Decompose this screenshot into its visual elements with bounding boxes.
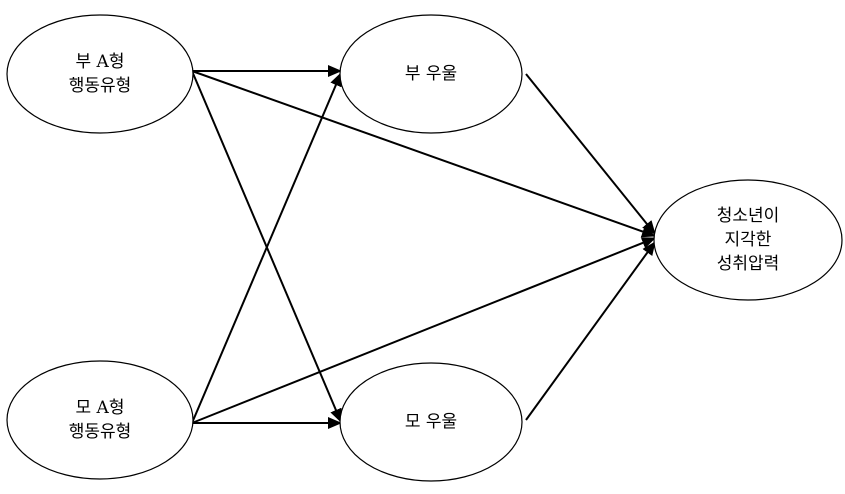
node-ellipse	[653, 179, 843, 301]
node-label-line: 모 A형	[76, 398, 125, 418]
edges-layer	[191, 65, 656, 429]
node-label-line: 청소년이	[717, 206, 780, 226]
arrow-mother-type-a-to-father-depression	[191, 72, 342, 424]
node-label-line: 행동유형	[69, 422, 132, 442]
arrow-father-depression-to-perceived-pressure	[525, 73, 656, 235]
arrow-mother-type-a-to-perceived-pressure	[191, 237, 656, 424]
node-label-line: 지각한	[725, 230, 772, 250]
node-ellipse	[339, 14, 523, 134]
node-father-depression: 부 우울	[339, 14, 523, 134]
node-label-line: 모 우울	[405, 412, 457, 432]
node-mother-depression: 모 우울	[339, 362, 523, 482]
node-ellipse	[6, 360, 194, 480]
node-ellipse	[6, 14, 194, 134]
arrow-mother-depression-to-perceived-pressure	[525, 241, 656, 421]
node-ellipse	[339, 362, 523, 482]
node-label-line: 부 우울	[405, 64, 457, 84]
node-label-line: 부 A형	[76, 52, 125, 72]
node-label-line: 행동유형	[69, 76, 132, 96]
arrow-father-type-a-to-perceived-pressure	[191, 70, 656, 238]
node-label-line: 성취압력	[717, 254, 780, 274]
